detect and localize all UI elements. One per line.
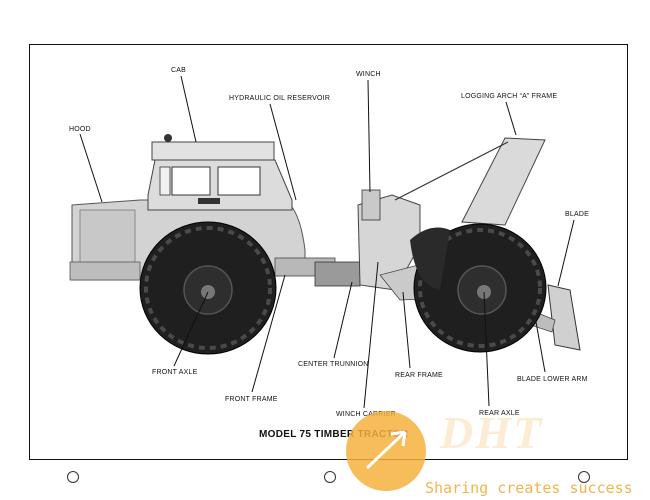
front-axle-leader: [173, 291, 209, 367]
label-rear-frame: REAR FRAME: [395, 372, 443, 379]
label-logging-arch: LOGGING ARCH “A” FRAME: [461, 93, 558, 100]
watermark-tagline: Sharing creates success: [425, 479, 633, 497]
cab-leader: [180, 75, 197, 143]
label-rear-axle: REAR AXLE: [479, 410, 520, 417]
blade: [547, 284, 581, 351]
label-hydraulic-oil-reservoir: HYDRAULIC OIL RESERVOIR: [229, 95, 331, 102]
binder-hole-left: [67, 471, 79, 483]
binder-hole-right: [578, 471, 590, 483]
center-trunnion: [314, 261, 361, 287]
blade-lower-arm-leader: [535, 321, 546, 373]
rear-axle-leader: [483, 291, 490, 407]
center-trunnion-leader: [333, 281, 353, 359]
winch-drum: [361, 189, 381, 221]
cab-roof: [151, 141, 275, 161]
rear-tire-tread: [418, 228, 542, 348]
label-hood: HOOD: [69, 126, 91, 133]
rear-frame-leader: [402, 291, 411, 369]
winch-carrier-leader: [363, 261, 379, 409]
callout-lines: [79, 75, 575, 409]
binder-hole-center: [324, 471, 336, 483]
hydraulic-leader: [269, 103, 297, 201]
exhaust-cap: [164, 134, 172, 142]
inner-rear-tire: [410, 227, 450, 290]
cab-window-2: [217, 166, 261, 196]
cab-window-side: [159, 166, 171, 196]
winch-cable: [394, 141, 509, 201]
front-tire-tread: [144, 226, 272, 350]
label-blade-lower-arm: BLADE LOWER ARM: [517, 376, 588, 383]
label-blade: BLADE: [565, 211, 589, 218]
label-center-trunnion: CENTER TRUNNION: [298, 361, 369, 368]
watermark-letters: DHT: [440, 407, 544, 458]
page-frame: [29, 44, 628, 460]
arch-leader: [505, 101, 517, 136]
label-winch-carrier: WINCH CARRIER: [336, 411, 396, 418]
label-front-frame: FRONT FRAME: [225, 396, 278, 403]
front-bumper: [69, 261, 141, 281]
label-front-axle: FRONT AXLE: [152, 369, 198, 376]
cab-window-1: [171, 166, 211, 196]
label-winch: WINCH: [356, 71, 381, 78]
name-plate: [198, 198, 220, 204]
label-cab: CAB: [171, 67, 186, 74]
front-frame-leader: [251, 274, 286, 393]
hood-leader: [79, 133, 103, 203]
blade-leader: [557, 219, 575, 287]
logging-arch-a-frame: [461, 137, 546, 226]
winch-leader: [367, 79, 371, 193]
figure-caption: MODEL 75 TIMBER TRACTOR: [259, 429, 409, 440]
hood-panel: [79, 209, 136, 266]
watermark-logo-icon: [346, 411, 426, 491]
